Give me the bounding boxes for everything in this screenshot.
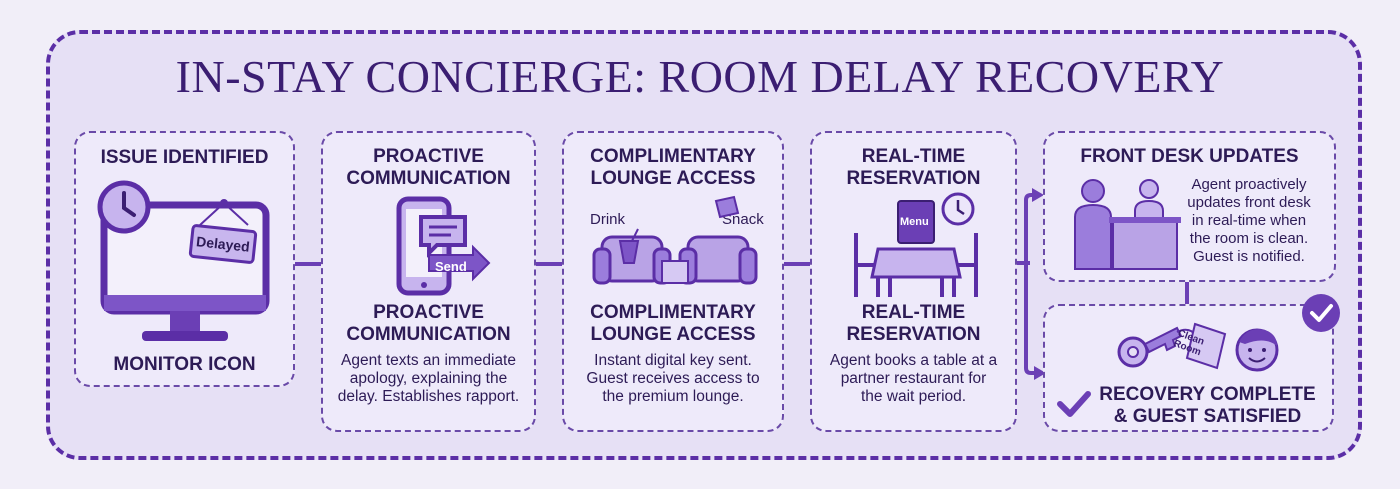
lounge-sofa-icon	[592, 195, 758, 285]
check-badge-icon	[1302, 294, 1340, 332]
step-heading: REAL-TIME RESERVATION	[846, 146, 981, 189]
step-caption: MONITOR ICON	[113, 354, 256, 375]
step-subheading: PROACTIVE COMMUNICATION	[346, 302, 511, 345]
restaurant-table-icon	[854, 192, 978, 297]
step-description: Instant digital key sent. Guest receives…	[586, 352, 760, 405]
step-heading: ISSUE IDENTIFIED	[100, 147, 269, 168]
phone-message-icon	[396, 196, 491, 296]
step-description: Agent texts an immediate apology, explai…	[337, 352, 520, 405]
completion-card: Clean Room RECOVERY COMPLETE & GUEST SAT…	[1043, 304, 1334, 432]
front-desk-description: Agent proactively updates front desk in …	[1187, 176, 1311, 265]
step-subheading: COMPLIMENTARY LOUNGE ACCESS	[590, 302, 756, 345]
page-title: IN-STAY CONCIERGE: ROOM DELAY RECOVERY	[175, 51, 1225, 102]
front-desk-heading: FRONT DESK UPDATES	[1080, 146, 1299, 167]
step-description: Agent books a table at a partner restaur…	[829, 352, 998, 405]
step-subheading: REAL-TIME RESERVATION	[846, 302, 981, 345]
step-heading: COMPLIMENTARY LOUNGE ACCESS	[590, 146, 756, 189]
step-card-reservation: REAL-TIME RESERVATION Menu REAL-TIME RES…	[810, 131, 1017, 432]
front-desk-card: FRONT DESK UPDATES Agent proactively upd…	[1043, 131, 1336, 282]
step-card-lounge: COMPLIMENTARY LOUNGE ACCESS Drink Snack …	[562, 131, 784, 432]
connector-3-4	[783, 262, 811, 266]
front-desk-icon	[1074, 179, 1181, 270]
step-card-communication: PROACTIVE COMMUNICATION Send PROACTIVE C…	[321, 131, 536, 432]
step-card-issue: ISSUE IDENTIFIED Delayed MONITOR ICON	[74, 131, 295, 387]
key-guest-icon	[1117, 322, 1279, 372]
delayed-sign: Delayed	[188, 223, 258, 265]
step-heading: PROACTIVE COMMUNICATION	[346, 146, 511, 189]
connector-1-2	[294, 262, 322, 266]
connector-2-3	[535, 262, 563, 266]
completion-text: RECOVERY COMPLETE & GUEST SATISFIED	[1099, 384, 1316, 427]
send-label: Send	[435, 259, 467, 274]
checkmark-icon	[1057, 391, 1091, 417]
menu-label: Menu	[900, 216, 929, 228]
monitor-clock-icon	[97, 180, 270, 341]
drink-label: Drink	[590, 211, 626, 228]
